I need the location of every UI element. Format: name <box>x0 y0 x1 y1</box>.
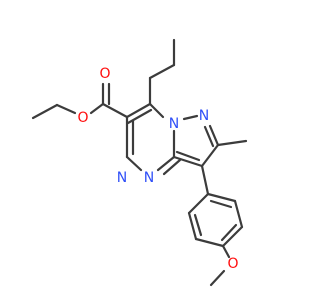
triazine-nitrogen-label: N <box>144 170 154 186</box>
bond <box>55 103 77 115</box>
bond <box>172 155 204 168</box>
bond <box>206 192 237 203</box>
bond <box>203 125 215 148</box>
methoxy-oxygen-label: O <box>227 256 238 272</box>
bond <box>194 237 225 248</box>
bond <box>193 213 203 237</box>
ester-oxygen-label: O <box>77 110 88 126</box>
bond <box>208 124 220 147</box>
bond <box>125 102 152 119</box>
bond <box>221 244 231 259</box>
bond <box>125 155 143 172</box>
bond <box>187 192 210 215</box>
bond <box>221 225 244 248</box>
bridgehead-nitrogen-label: N <box>169 116 179 132</box>
bond <box>89 102 105 115</box>
atom-labels: O O O N N N N <box>77 66 238 272</box>
bond <box>209 269 226 287</box>
bond <box>216 139 248 147</box>
bond <box>148 102 165 119</box>
molecule-structure: O O O N N N N <box>31 38 248 287</box>
bond <box>148 63 176 80</box>
bond <box>187 211 198 241</box>
bond <box>162 158 182 176</box>
bond <box>209 199 233 209</box>
bond <box>182 114 199 121</box>
bond <box>200 164 210 196</box>
bond <box>31 103 59 120</box>
triazine-nitrogen-label: N <box>117 170 127 186</box>
bond <box>220 223 238 242</box>
ester-carbonyl-oxygen-label: O <box>99 66 110 82</box>
bond <box>175 150 201 162</box>
bond <box>156 155 176 172</box>
bond <box>200 143 220 168</box>
bond <box>101 102 129 119</box>
bond-layer <box>31 38 248 287</box>
pyrazole-nitrogen-label: N <box>199 108 209 124</box>
bond <box>126 108 153 125</box>
bond <box>233 199 244 229</box>
